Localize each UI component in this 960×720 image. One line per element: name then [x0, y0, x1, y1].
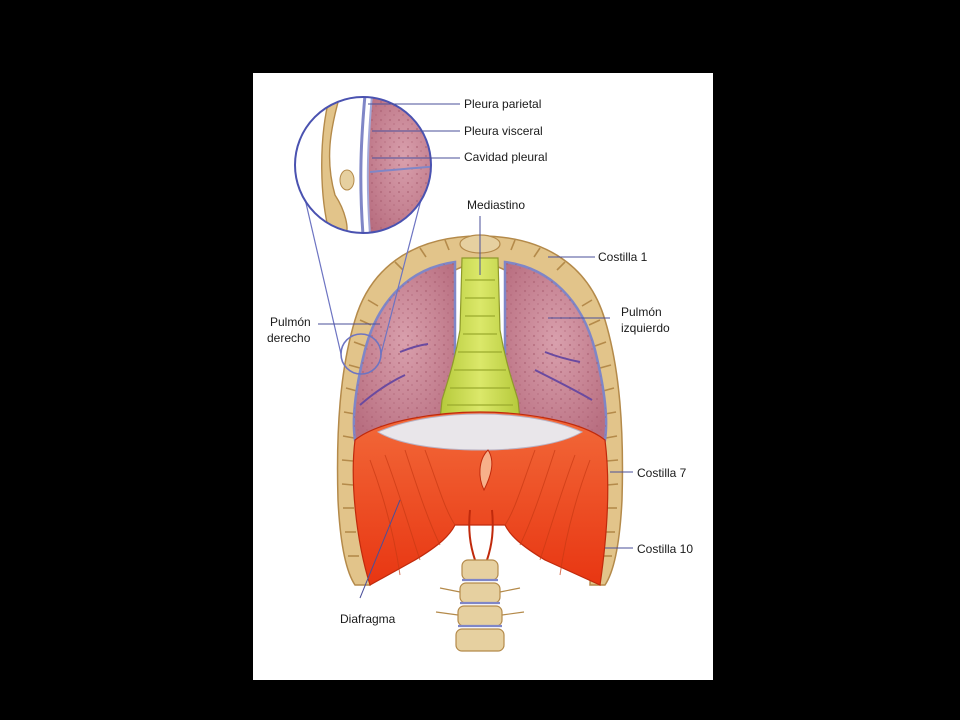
- lung-fissures: [359, 343, 593, 406]
- label-costilla-7: Costilla 7: [637, 466, 687, 480]
- label-pulmon-derecho-line2: derecho: [267, 331, 311, 345]
- spine: [435, 559, 525, 652]
- label-diafragma: Diafragma: [340, 612, 396, 626]
- label-pulmon-izquierdo-line1: Pulmón: [621, 305, 662, 319]
- label-pulmon-izquierdo-line2: izquierdo: [621, 321, 670, 335]
- label-cavidad-pleural: Cavidad pleural: [464, 150, 548, 164]
- leader-lines: [318, 103, 633, 599]
- label-mediastino: Mediastino: [467, 198, 526, 212]
- label-pulmon-derecho-line1: Pulmón: [270, 315, 311, 329]
- label-pleura-parietal: Pleura parietal: [464, 97, 542, 111]
- label-costilla-10: Costilla 10: [637, 542, 694, 556]
- diaphragm: [352, 411, 609, 586]
- diaphragm-fibers: [369, 449, 591, 576]
- rib-ridges: [341, 239, 619, 557]
- label-pleura-visceral: Pleura visceral: [464, 124, 543, 138]
- label-costilla-1: Costilla 1: [598, 250, 648, 264]
